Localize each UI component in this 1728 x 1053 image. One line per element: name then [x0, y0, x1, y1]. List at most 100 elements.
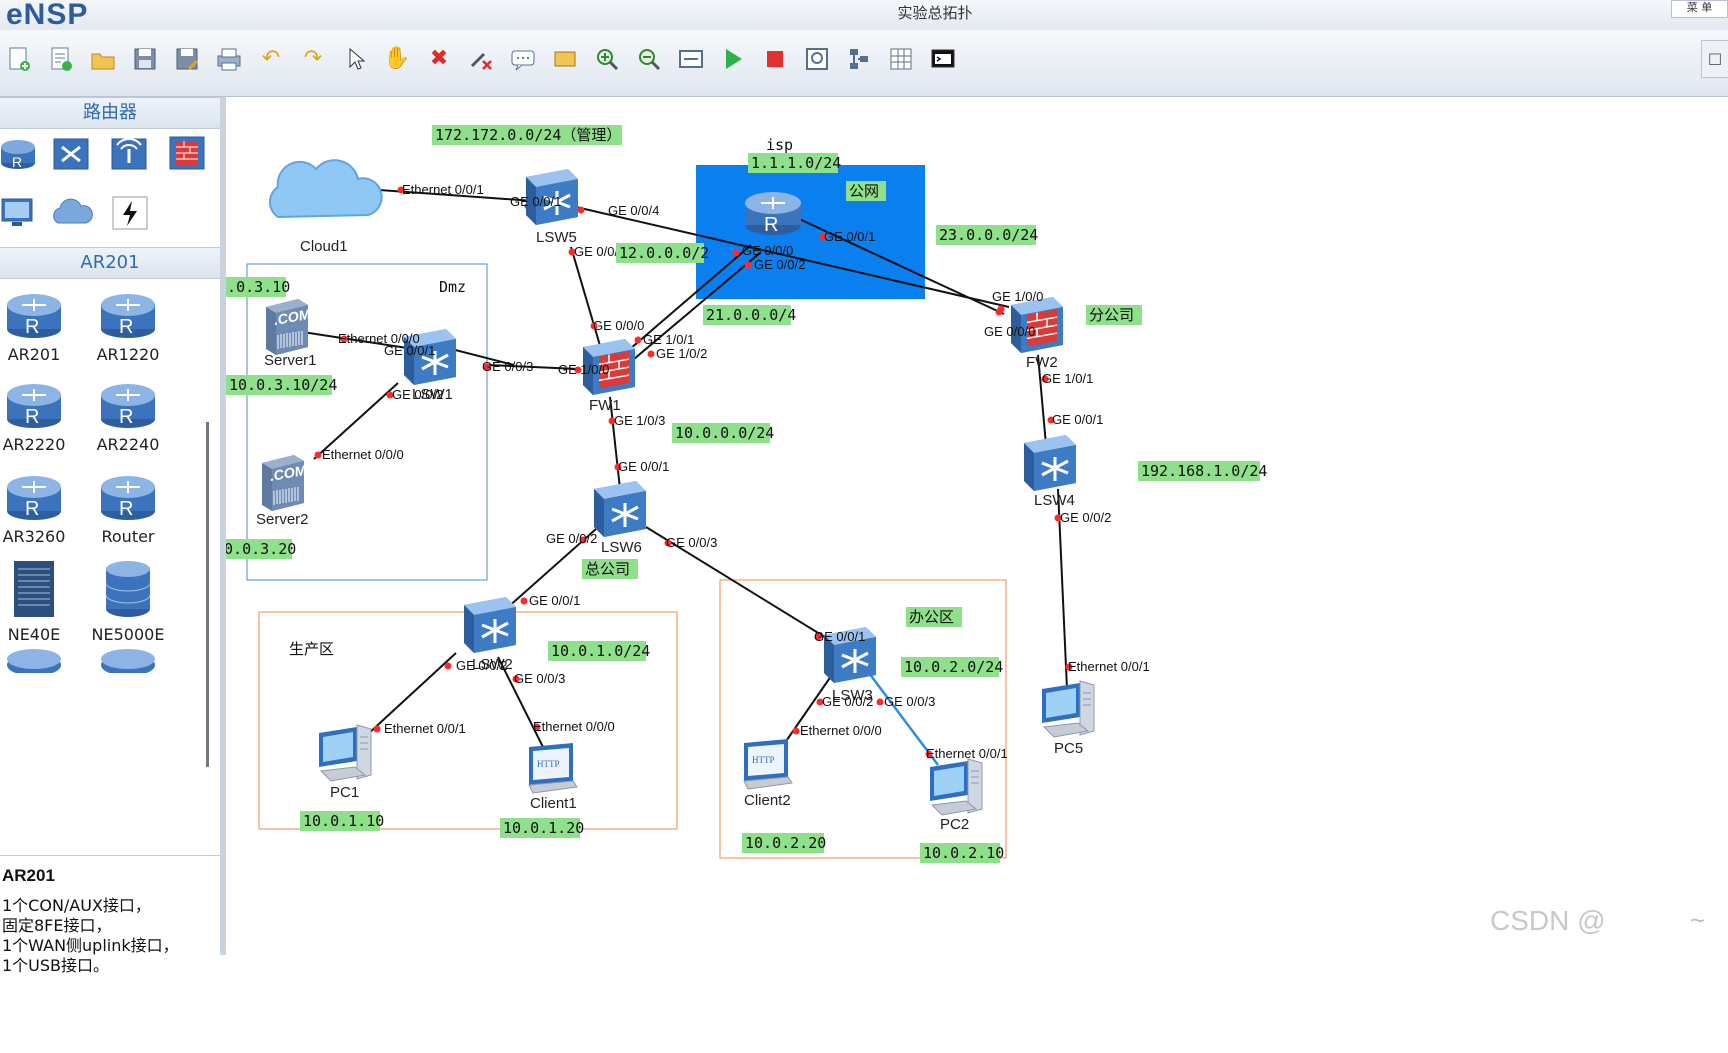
net-label-n23[interactable]: 23.0.0.0/24: [936, 225, 1038, 245]
port-label-c1-eth: Ethernet 0/0/0: [533, 719, 615, 734]
net-label-s1ip[interactable]: 10.0.3.10: [226, 277, 290, 297]
net-label-isp-net[interactable]: 1.1.1.0/24: [748, 153, 841, 173]
net-label-production[interactable]: 生产区: [289, 640, 334, 658]
start-device-icon[interactable]: [718, 44, 748, 74]
new-example-icon[interactable]: [46, 44, 76, 74]
link-lsw4-pc5: [1057, 488, 1068, 690]
text-label-icon[interactable]: [508, 44, 538, 74]
net-label-text: 10.0.1.0/24: [551, 642, 650, 660]
net-label-branch[interactable]: 分公司: [1086, 305, 1142, 325]
net-label-pc2ip[interactable]: 10.0.2.10: [920, 843, 1004, 863]
router-category-icon[interactable]: R: [0, 133, 44, 173]
grid-icon[interactable]: [886, 44, 916, 74]
cable-category-icon[interactable]: [108, 193, 152, 233]
net-label-mgmt[interactable]: 172.172.0.0/24（管理）: [432, 125, 622, 145]
net-label-core[interactable]: 10.0.0.0/24: [672, 423, 774, 443]
wlan-category-icon[interactable]: [108, 133, 152, 173]
router-icon: R: [0, 469, 84, 525]
delete-icon[interactable]: ✖: [429, 46, 449, 71]
net-label-public[interactable]: 公网: [846, 181, 886, 201]
port-label-lsw1-g1: GE 0/0/1: [384, 343, 435, 358]
save-as-icon[interactable]: [172, 44, 202, 74]
link-lsw3-client2: [781, 668, 837, 748]
zoom-out-icon[interactable]: [634, 44, 664, 74]
help-icon[interactable]: ☐: [1701, 40, 1728, 78]
show-ports-icon[interactable]: [844, 44, 874, 74]
open-icon[interactable]: [88, 44, 118, 74]
stop-device-icon[interactable]: [760, 44, 790, 74]
client1-device[interactable]: [528, 742, 578, 794]
partial-router-icon-2[interactable]: [78, 645, 178, 673]
switch-category-icon[interactable]: [50, 133, 94, 173]
print-icon[interactable]: [214, 44, 244, 74]
lsw6-device[interactable]: [592, 479, 648, 539]
select-pointer-icon[interactable]: [340, 44, 370, 74]
svg-text:R: R: [119, 316, 133, 338]
port-dot: [483, 363, 491, 371]
cloud1-device[interactable]: [269, 159, 383, 219]
port-dot: [1054, 514, 1062, 522]
pc5-device[interactable]: [1041, 680, 1095, 738]
cloud-category-icon[interactable]: [50, 193, 94, 233]
new-topo-icon[interactable]: [4, 44, 34, 74]
save-icon[interactable]: [130, 44, 160, 74]
partial-router-icon[interactable]: [0, 645, 84, 673]
router-icon: R: [78, 377, 178, 433]
svg-text:R: R: [12, 154, 22, 170]
net-label-n12[interactable]: 12.0.0.0/2: [616, 243, 709, 263]
capture-icon[interactable]: [802, 44, 832, 74]
device-item-label: AR2220: [2, 435, 66, 454]
net-label-c1ip[interactable]: 10.0.1.20: [500, 818, 584, 838]
console-icon[interactable]: [928, 44, 958, 74]
net-label-pc1ip[interactable]: 10.0.1.10: [300, 811, 384, 831]
pc2-device[interactable]: [929, 758, 983, 816]
terminal-category-icon[interactable]: [0, 193, 44, 233]
port-label-lsw5-g1: GE 0/0/1: [510, 194, 561, 209]
lsw4-device[interactable]: [1022, 433, 1078, 493]
pc1-device[interactable]: [318, 724, 372, 782]
menu-button[interactable]: 菜 单: [1671, 0, 1728, 18]
router-icon: R: [0, 287, 84, 343]
net-label-s1net[interactable]: 10.0.3.10/24: [226, 375, 337, 395]
server2-device[interactable]: [261, 454, 308, 512]
isp-router-device[interactable]: R: [745, 192, 801, 236]
server1-device[interactable]: [265, 298, 312, 356]
port-label-lsw3-g1: GE 0/0/1: [814, 629, 865, 644]
undo-icon[interactable]: ↶: [261, 46, 281, 71]
net-label-dmz[interactable]: Dmz: [439, 278, 466, 296]
net-label-hq[interactable]: 总公司: [582, 559, 638, 579]
fit-screen-icon[interactable]: [676, 44, 706, 74]
device-item-ne40e[interactable]: NE40E: [0, 559, 84, 644]
window-title: 实验总拓扑: [897, 4, 973, 22]
redo-icon[interactable]: ↷: [303, 46, 323, 71]
net-label-text: 10.0.2.10: [923, 844, 1004, 862]
port-dot: [512, 675, 520, 683]
device-item-ne5000e[interactable]: NE5000E: [78, 559, 178, 644]
client2-device[interactable]: [743, 738, 793, 790]
net-label-lan192[interactable]: 192.168.1.0/24: [1138, 461, 1267, 481]
draw-rect-icon[interactable]: [550, 44, 580, 74]
link-server1-lsw1: [295, 330, 415, 350]
link-isp-fw1-a: [629, 244, 752, 350]
net-label-n101[interactable]: 10.0.1.0/24: [548, 641, 650, 661]
port-dot: [634, 336, 642, 344]
lsw2-device[interactable]: [462, 595, 518, 655]
net-label-n102[interactable]: 10.0.2.0/24: [901, 657, 1003, 677]
delete-link-icon[interactable]: [466, 44, 496, 74]
net-label-n21[interactable]: 21.0.0.0/4: [703, 305, 796, 325]
topology-canvas[interactable]: .COM HTTP: [226, 97, 1728, 955]
net-label-office[interactable]: 办公区: [906, 607, 962, 627]
zoom-in-icon[interactable]: [592, 44, 622, 74]
device-scrollbar[interactable]: [206, 422, 209, 767]
pan-hand-icon[interactable]: ✋: [383, 46, 411, 71]
net-label-s2ip[interactable]: 10.0.3.20: [226, 539, 296, 559]
net-label-c2ip[interactable]: 10.0.2.20: [742, 833, 826, 853]
port-dot: [520, 597, 528, 605]
firewall-category-icon[interactable]: [166, 133, 210, 173]
